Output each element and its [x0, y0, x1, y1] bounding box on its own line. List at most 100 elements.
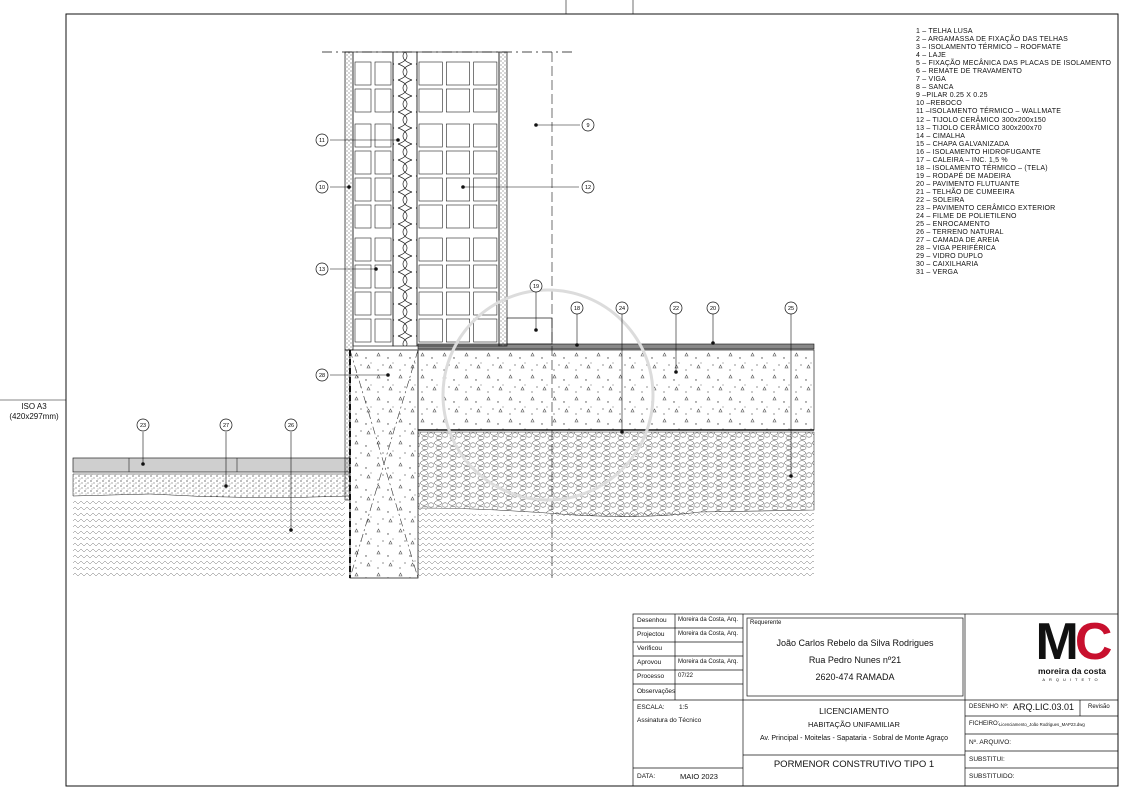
brick-cell — [445, 204, 470, 229]
logo-subtitle: ARQUITETO — [1042, 677, 1102, 682]
callout-circle — [581, 118, 595, 132]
requerente-name: João Carlos Rebelo da Silva Rodrigues — [776, 638, 934, 648]
brick-cell — [418, 237, 443, 262]
legend-item: 27 – CAMADA DE AREIA — [916, 237, 1000, 245]
title-row-value: Moreira da Costa, Arq. — [678, 617, 739, 623]
brick-cell — [418, 291, 443, 316]
project-location: Av. Principal - Moitelas - Sapataria - S… — [759, 735, 949, 742]
brick-cell — [354, 88, 372, 113]
logo-name: moreira da costa — [1037, 666, 1107, 676]
project-phase: LICENCIAMENTO — [819, 706, 889, 716]
brick-cell — [445, 123, 470, 148]
brick-cell — [354, 177, 372, 202]
brick-cell — [418, 61, 443, 86]
legend-item: 11 –ISOLAMENTO TÉRMICO – WALLMATE — [916, 108, 1062, 116]
brick-cell — [354, 123, 372, 148]
brick-cell — [418, 264, 443, 289]
title-row-label: Desenhou — [637, 617, 667, 624]
substitui-label: SUBSTITUI: — [969, 756, 1005, 763]
callout-label: 26 — [288, 423, 294, 429]
assinatura-label: Assinatura do Técnico — [637, 717, 702, 724]
callout-circle — [219, 418, 233, 432]
brick-cell — [473, 177, 498, 202]
legend-item: 2 – ARGAMASSA DE FIXAÇÃO DAS TELHAS — [916, 36, 1068, 44]
callout-circle — [570, 301, 584, 315]
title-row-label: Projectou — [637, 631, 665, 638]
brick-cell — [354, 204, 372, 229]
brick-cell — [374, 204, 392, 229]
callout-circle — [581, 180, 595, 194]
callout-label: 28 — [319, 373, 325, 379]
title-row-label: Aprovou — [637, 659, 662, 666]
legend-item: 25 – ENROCAMENTO — [916, 221, 990, 229]
brick-cell — [374, 264, 392, 289]
legend-item: 20 – PAVIMENTO FLUTUANTE — [916, 180, 1020, 188]
brick-cell — [374, 123, 392, 148]
legend-item: 24 – FILME DE POLIETILENO — [916, 213, 1017, 221]
callout-label: 25 — [788, 306, 794, 312]
callout-circle — [315, 180, 329, 194]
brick-cell — [418, 88, 443, 113]
legend-item: 23 – PAVIMENTO CERÂMICO EXTERIOR — [916, 205, 1056, 213]
callout-circle — [136, 418, 150, 432]
brick-cell — [374, 88, 392, 113]
brick-cell — [374, 61, 392, 86]
legend-item: 4 – LAJE — [916, 52, 947, 60]
brick-cell — [354, 264, 372, 289]
legend-item: 6 – REMATE DE TRAVAMENTO — [916, 68, 1023, 76]
legend-item: 16 – ISOLAMENTO HIDROFUGANTE — [916, 148, 1041, 156]
sheet-format-line: ISO A3 — [21, 402, 47, 411]
requerente-city: 2620-474 RAMADA — [815, 672, 895, 682]
escala-label: ESCALA: — [637, 704, 665, 711]
callout-circle — [315, 368, 329, 382]
title-row-label: Processo — [637, 673, 665, 680]
legend-item: 18 – ISOLAMENTO TÉRMICO – (TELA) — [916, 164, 1048, 172]
legend-item: 22 – SOLEIRA — [916, 196, 965, 204]
brick-cell — [418, 318, 443, 343]
legend-item: 30 – CAIXILHARIA — [916, 261, 979, 269]
logo: MC moreira da costa ARQUITETO — [1030, 616, 1114, 683]
legend-item: 26 – TERRENO NATURAL — [916, 229, 1004, 237]
callout-label: 13 — [319, 267, 325, 273]
callout-label: 27 — [223, 423, 229, 429]
brick-cell — [418, 150, 443, 175]
project-block: LICENCIAMENTO HABITAÇÃO UNIFAMILIAR Av. … — [743, 704, 965, 746]
callout-label: 11 — [319, 138, 325, 144]
logo-monogram: MC — [1030, 616, 1114, 668]
brick-cell — [354, 237, 372, 262]
title-row-value: 07/22 — [678, 673, 694, 679]
brick-cell — [445, 291, 470, 316]
callout-circle — [706, 301, 720, 315]
brick-cell — [418, 204, 443, 229]
brick-cell — [418, 123, 443, 148]
legend-item: 7 – VIGA — [916, 76, 947, 84]
callout-label: 20 — [710, 306, 716, 312]
callout-label: 24 — [619, 306, 625, 312]
brick-cell — [445, 88, 470, 113]
brick-cell — [374, 150, 392, 175]
sheet-format-label: ISO A3 (420x297mm) — [4, 402, 64, 422]
legend-item: 8 – SANCA — [916, 84, 954, 92]
requerente-label: Requerente — [750, 620, 782, 626]
legend-item: 13 – TIJOLO CERÂMICO 300x200x70 — [916, 124, 1042, 132]
brick-cell — [445, 177, 470, 202]
brick-cell — [374, 237, 392, 262]
legend-item: 5 – FIXAÇÃO MECÂNICA DAS PLACAS DE ISOLA… — [916, 60, 1112, 68]
legend-item: 12 – TIJOLO CERÂMICO 300x200x150 — [916, 116, 1046, 124]
brick-cell — [473, 88, 498, 113]
title-row-label: Verificou — [637, 645, 662, 652]
brick-cell — [445, 237, 470, 262]
callout-label: 12 — [585, 185, 591, 191]
legend-item: 3 – ISOLAMENTO TÉRMICO – ROOFMATE — [916, 44, 1062, 52]
brick-cell — [354, 318, 372, 343]
sheet-format-line: (420x297mm) — [9, 412, 59, 421]
callout-label: 22 — [673, 306, 679, 312]
legend-item: 15 – CHAPA GALVANIZADA — [916, 140, 1010, 148]
legend-item: 17 – CALEIRA – INC. 1,5 % — [916, 156, 1008, 164]
legend-item: 28 – VIGA PERIFÉRICA — [916, 245, 996, 253]
callout-label: 23 — [140, 423, 146, 429]
callout-circle — [615, 301, 629, 315]
title-row-value: Moreira da Costa, Arq. — [678, 631, 739, 637]
desenho-label: DESENHO Nº: — [969, 704, 1009, 710]
legend-item: 1 – TELHA LUSA — [916, 28, 973, 35]
